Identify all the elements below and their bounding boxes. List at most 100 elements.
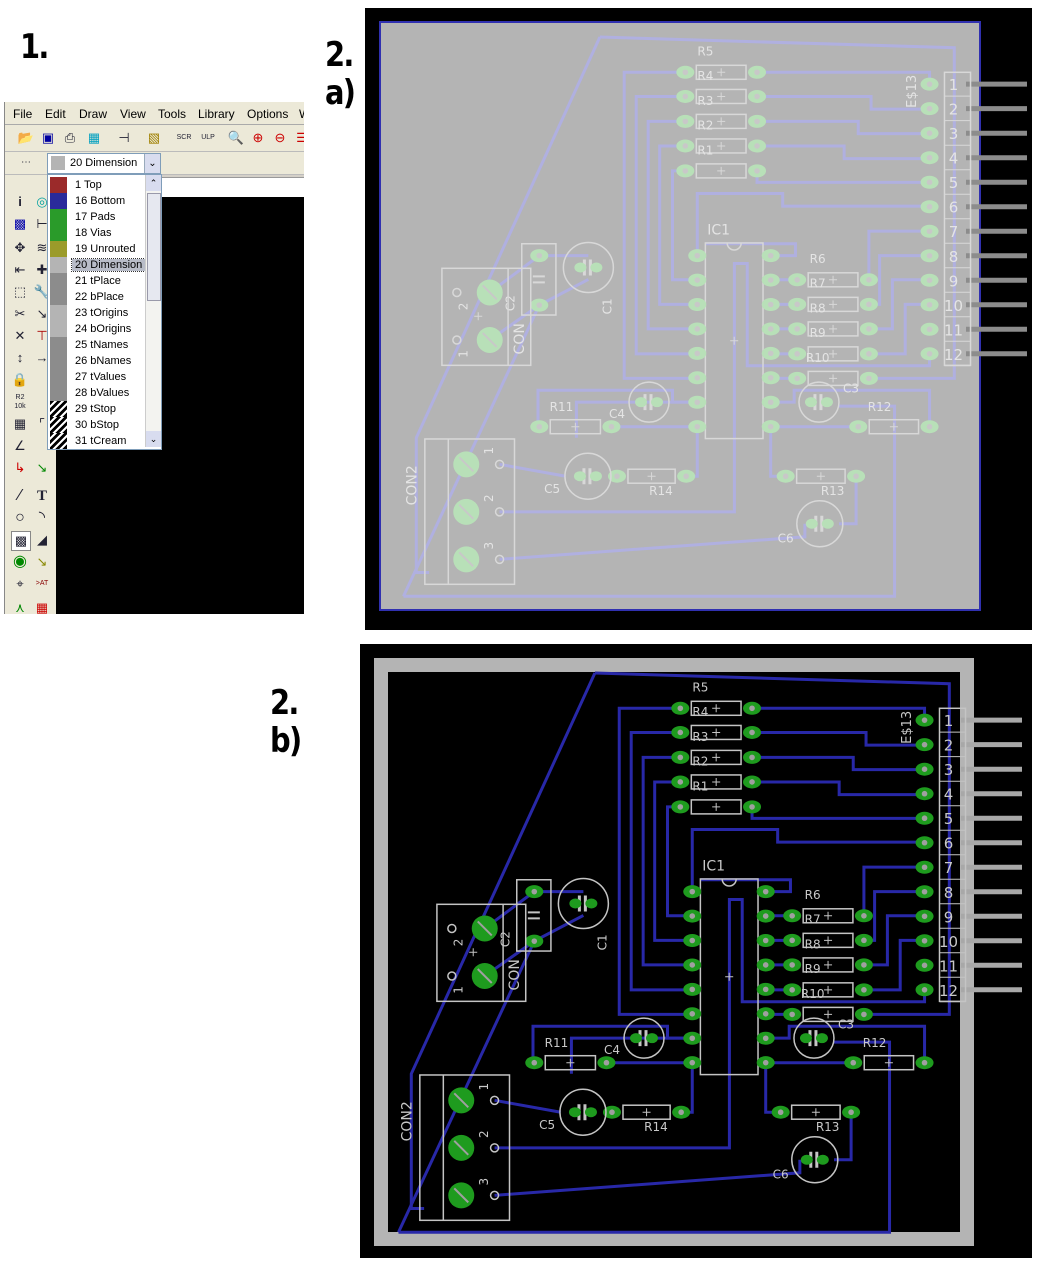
origin-cross [824, 1010, 833, 1019]
redraw-icon[interactable]: ☰ [293, 129, 304, 147]
menu-draw[interactable]: Draw [79, 107, 108, 121]
pinswap-icon[interactable]: ↕ [16, 350, 24, 365]
component-label: R1 [692, 779, 708, 793]
zoom-out-icon[interactable]: ⊖ [274, 130, 286, 145]
layer-option[interactable]: 24 bOrigins [48, 321, 144, 337]
pad-drill [921, 839, 928, 846]
menu-library[interactable]: Library [198, 107, 235, 121]
layer-option[interactable]: 20 Dimension [48, 257, 147, 273]
add-icon[interactable]: ⊤ [36, 328, 48, 343]
circle-icon[interactable]: ○ [15, 509, 25, 526]
layer-option[interactable]: 28 bValues [48, 385, 144, 401]
mirror-icon[interactable]: ⇤ [14, 262, 26, 277]
ripup-icon[interactable]: ↘ [36, 460, 48, 475]
copper-trace [494, 898, 927, 1150]
show-icon[interactable]: ◎ [36, 194, 48, 209]
layer-option[interactable]: 22 bPlace [48, 289, 144, 305]
print-icon[interactable]: ⎙ [64, 130, 76, 145]
ratsnest-icon[interactable]: ⋏ [15, 600, 25, 614]
electrolytic-capacitor [628, 381, 670, 423]
menu-window[interactable]: W [299, 107, 304, 121]
miter-icon[interactable]: ⌜ [38, 416, 46, 431]
component-label: C4 [609, 407, 625, 421]
text-tool-icon[interactable]: T [36, 488, 47, 504]
header-pin-number: 4 [944, 786, 954, 804]
layer-option[interactable]: 27 tValues [48, 369, 144, 385]
layer-option[interactable]: 21 tPlace [48, 273, 144, 289]
copy-icon[interactable]: ≋ [36, 240, 48, 255]
schematic-icon[interactable]: ⊣ [118, 130, 130, 145]
delete-icon[interactable]: ✕ [14, 328, 26, 343]
menu-tools[interactable]: Tools [158, 107, 187, 121]
layer-option[interactable]: 23 tOrigins [48, 305, 144, 321]
open-icon[interactable]: 📂 [17, 130, 35, 145]
layer-option[interactable]: 17 Pads [48, 209, 144, 225]
layer-option[interactable]: 30 bStop [48, 417, 144, 433]
script-icon[interactable]: SCR [176, 134, 192, 141]
copper-trace [705, 242, 797, 258]
arc-icon[interactable]: ◝ [38, 509, 46, 526]
menu-options[interactable]: Options [247, 107, 289, 121]
polygon-icon[interactable]: ◢ [37, 532, 47, 547]
resistor-body [802, 1006, 854, 1023]
via-icon[interactable]: ◉ [13, 553, 27, 570]
wire-icon[interactable]: ∕ [18, 487, 22, 504]
pad-drill [609, 1109, 615, 1116]
layer-option[interactable]: 1 Top [48, 177, 144, 193]
grid-icon[interactable]: ⋯ [21, 157, 31, 168]
move-icon[interactable]: ✥ [14, 240, 26, 255]
cut-icon[interactable]: ✂ [14, 306, 26, 321]
copper-trace [834, 1112, 853, 1162]
split-icon[interactable]: ∠ [14, 438, 26, 453]
save-icon[interactable]: ▣ [41, 130, 55, 145]
pad [574, 262, 587, 273]
zoom-fit-icon[interactable]: 🔍 [227, 130, 245, 145]
resistor-body [802, 932, 854, 949]
ulp-icon[interactable]: ULP [201, 134, 215, 141]
mark-icon[interactable]: ⊢ [36, 216, 48, 231]
zoom-in-icon[interactable]: ⊕ [252, 130, 264, 145]
hole-icon[interactable]: ⌖ [16, 576, 24, 591]
signal-icon[interactable]: ↘ [36, 554, 48, 569]
layer-option[interactable]: 19 Unrouted [48, 241, 144, 257]
layer-option[interactable]: 25 tNames [48, 337, 144, 353]
layer-option[interactable]: 16 Bottom [48, 193, 144, 209]
pad-drill [767, 423, 774, 430]
paste-icon[interactable]: ↘ [36, 306, 48, 321]
component-label: R12 [863, 1036, 887, 1050]
layer-option[interactable]: 29 tStop [48, 401, 144, 417]
layer-option[interactable]: 18 Vias [48, 225, 144, 241]
rotate-icon[interactable]: ✚ [36, 262, 48, 277]
component-label: R2 [692, 754, 708, 768]
chevron-down-icon[interactable]: ⌄ [144, 154, 160, 173]
display-icon[interactable]: ▩ [13, 216, 27, 231]
menu-edit[interactable]: Edit [45, 107, 66, 121]
library-icon[interactable]: ▧ [147, 130, 161, 145]
attribute-icon[interactable]: >AT [35, 580, 49, 587]
smash-icon[interactable]: ▦ [13, 416, 27, 431]
pad-drill [694, 423, 701, 430]
layer-list-scrollbar[interactable]: ⌃ ⌄ [145, 175, 161, 447]
pad-drill [921, 766, 928, 772]
origin-cross [824, 936, 833, 945]
info-icon[interactable]: i [18, 194, 22, 209]
scroll-down-icon[interactable]: ⌄ [146, 431, 161, 447]
cam-icon[interactable]: ▦ [87, 130, 101, 145]
scroll-thumb[interactable] [147, 193, 161, 301]
lock-icon[interactable]: 🔒 [11, 372, 29, 387]
rect-icon[interactable]: ▩ [11, 531, 31, 551]
autorouter-icon[interactable]: ▦ [35, 600, 49, 614]
capacitor-c2-outline [516, 879, 552, 952]
layer-option[interactable]: 26 bNames [48, 353, 144, 369]
scroll-up-icon[interactable]: ⌃ [146, 175, 161, 191]
change-icon[interactable]: 🔧 [33, 284, 51, 299]
menu-view[interactable]: View [120, 107, 146, 121]
replace-icon[interactable]: → [35, 350, 49, 365]
layer-option[interactable]: 31 tCream [48, 433, 144, 449]
layer-select[interactable]: 20 Dimension ⌄ [47, 153, 161, 174]
route-icon[interactable]: ↳ [14, 460, 26, 475]
menu-file[interactable]: File [13, 107, 33, 121]
group-icon[interactable]: ⬚ [13, 284, 27, 299]
coordinate-input[interactable] [159, 177, 304, 199]
